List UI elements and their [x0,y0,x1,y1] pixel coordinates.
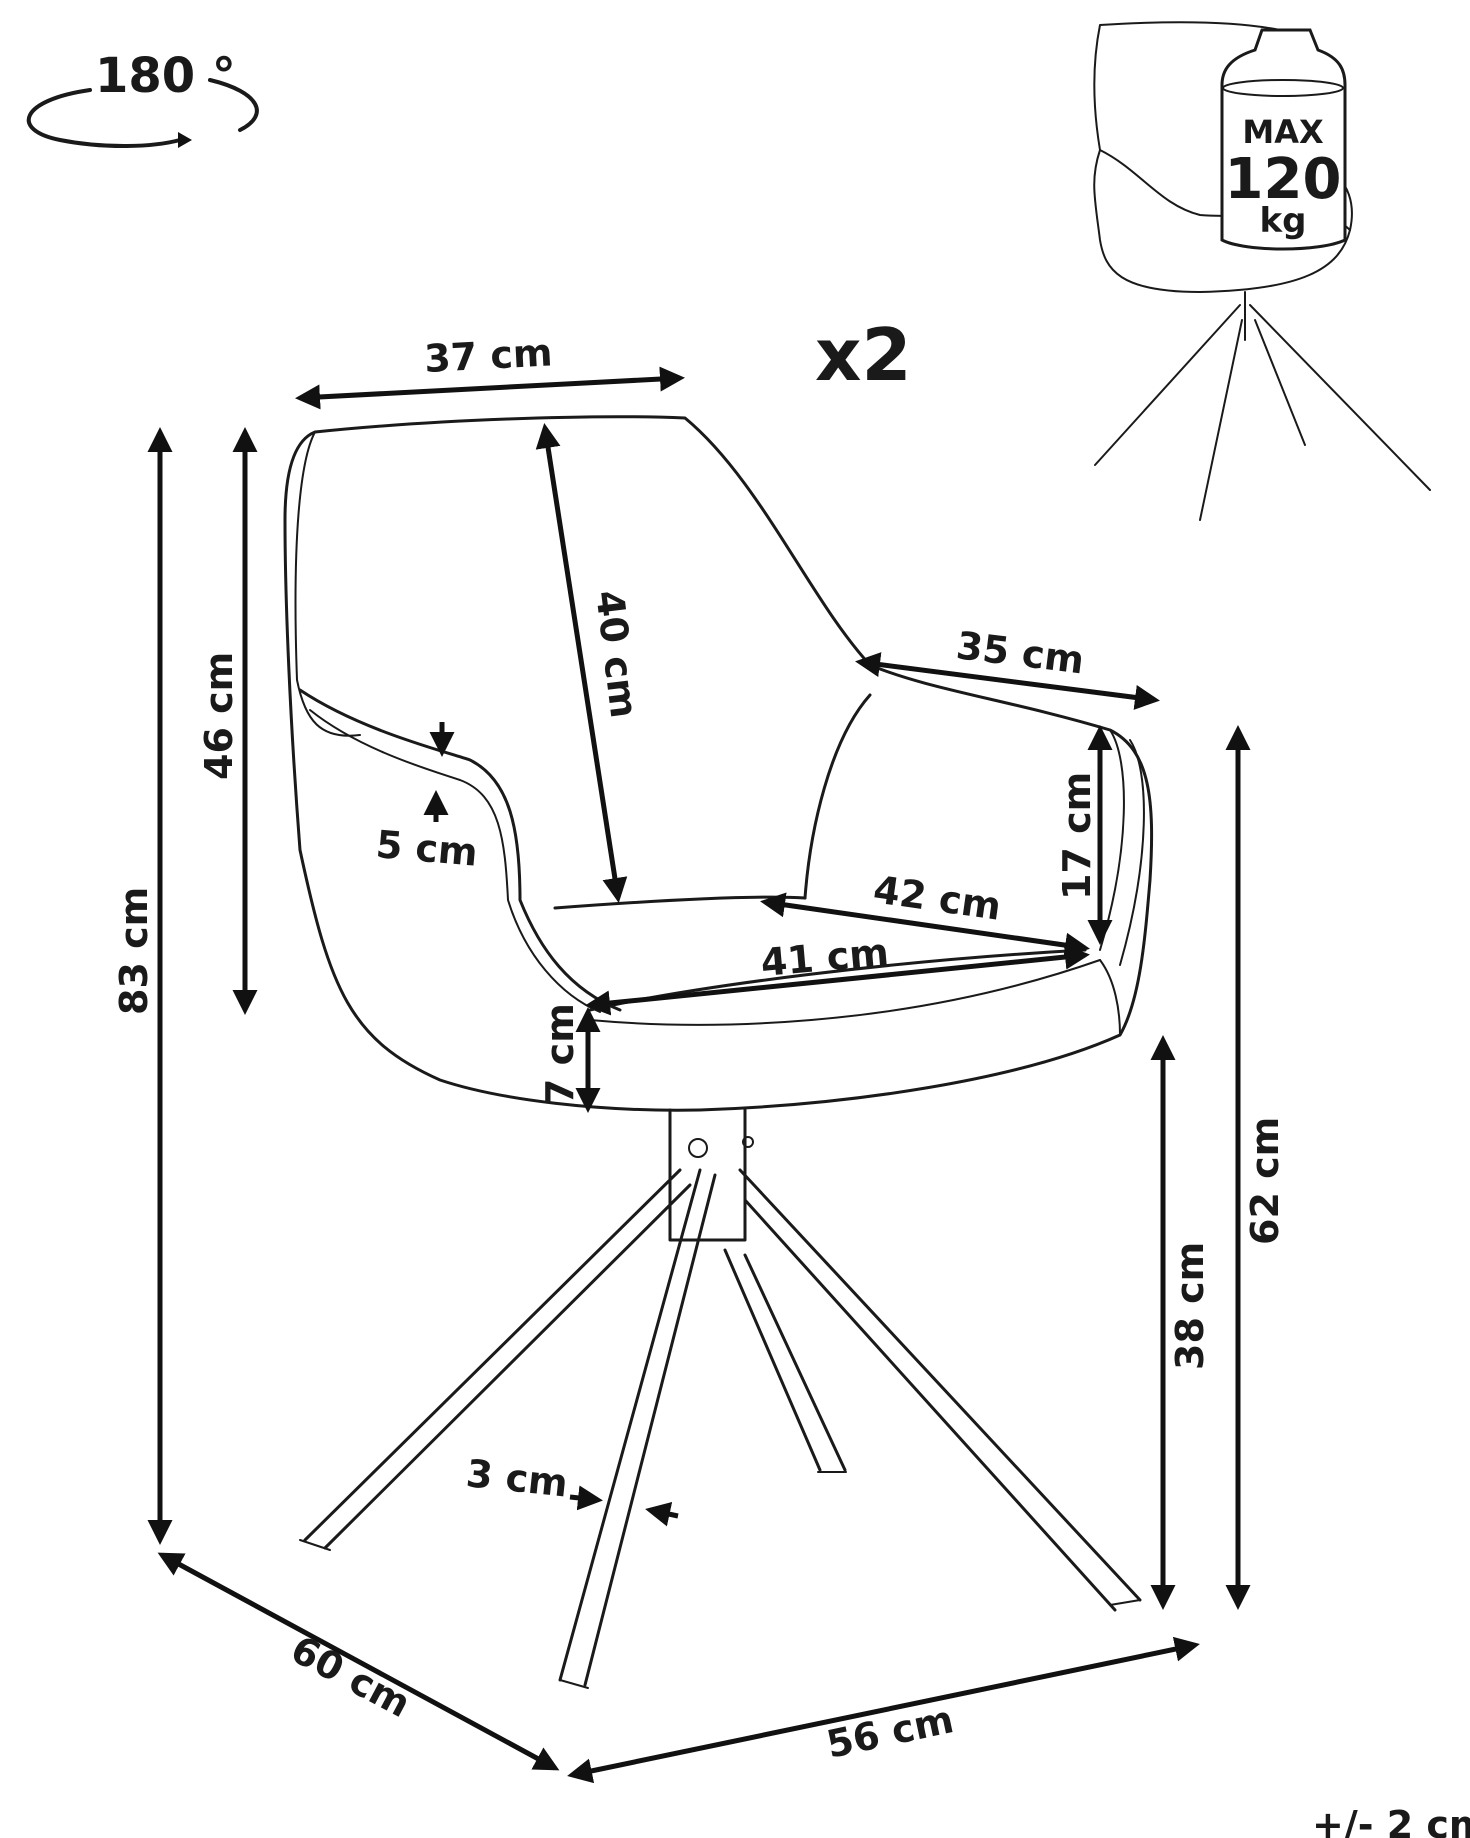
max-load-illustration: MAX 120 kg [1093,21,1431,521]
dim-seat-back-width: 37 cm [423,330,553,381]
max-load-line3: kg [1260,201,1307,241]
rotation-indicator: 180 ° [26,48,259,148]
dim-depth: 60 cm [284,1627,418,1726]
dim-leg-width: 3 cm [464,1451,570,1505]
dimension-labels: 37 cm 40 cm 35 cm 46 cm 83 cm 5 cm 42 cm… [112,330,1470,1838]
dim-seat-thickness: 7 cm [538,1003,582,1105]
dim-armrest-thickness: 5 cm [374,822,479,875]
dim-back-height: 46 cm [197,652,241,780]
chair-drawing [283,415,1154,1689]
dim-total-height: 83 cm [112,887,156,1015]
dim-seat-floor-height: 38 cm [1168,1242,1212,1370]
max-load-line1: MAX [1242,113,1324,151]
dim-backrest-height: 40 cm [587,588,646,721]
dim-armrest-length: 35 cm [954,623,1087,682]
tolerance-note: +/- 2 cm [1312,1803,1470,1838]
dim-armrest-height: 17 cm [1055,772,1099,900]
quantity-label: x2 [815,313,912,397]
max-load-line2: 120 [1225,147,1342,212]
dim-armrest-floor-height: 62 cm [1243,1117,1287,1245]
dimension-arrows [147,366,1251,1784]
rotation-label: 180 ° [95,48,236,104]
